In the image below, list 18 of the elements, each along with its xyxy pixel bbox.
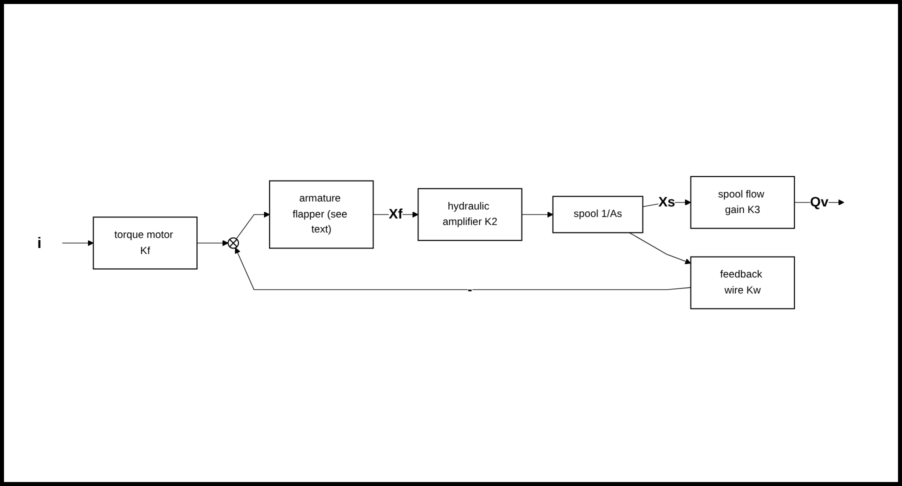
node-box [418,188,522,242]
edge-label: Qv [810,195,828,210]
node-box [690,256,795,310]
arrow [196,240,228,246]
block-diagram: Xf Xs - Qv i torque motor Kf armature flapper (see text) hydraulic amplifier K2 spool 1/As spool flow gain K3 feedback wire Kw [11,171,891,315]
edge-label: Xs [658,195,676,210]
node-box [552,196,644,234]
arrow [628,232,692,265]
edge-label: Xf [388,207,403,223]
node-box [92,217,198,270]
arrow [234,248,692,290]
arrow [236,212,270,240]
node-box [269,180,374,250]
node-box [690,176,795,230]
arrow [521,212,554,218]
arrow [62,240,94,246]
edge-label: - [468,282,472,298]
node-text: i [37,234,42,252]
